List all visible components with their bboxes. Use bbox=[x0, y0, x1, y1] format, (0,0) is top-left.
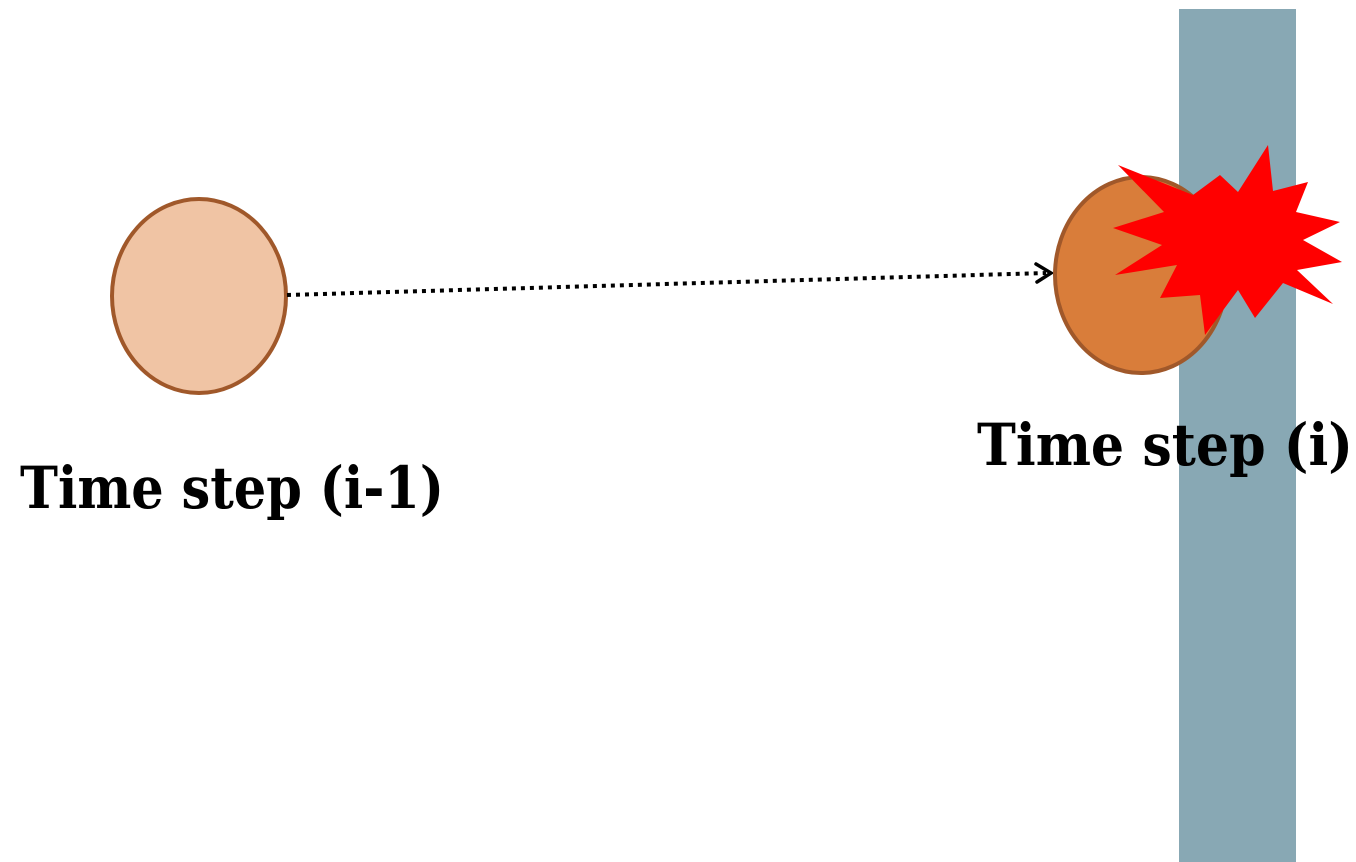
label-current-time-step: Time step (i) bbox=[977, 411, 1353, 479]
trajectory-arrow bbox=[286, 271, 1047, 297]
trajectory-arrowhead bbox=[1034, 262, 1055, 284]
collision-burst-icon bbox=[1113, 145, 1342, 335]
label-previous-time-step: Time step (i-1) bbox=[20, 454, 444, 522]
wall bbox=[1179, 9, 1296, 862]
ball-previous-position bbox=[110, 197, 288, 395]
